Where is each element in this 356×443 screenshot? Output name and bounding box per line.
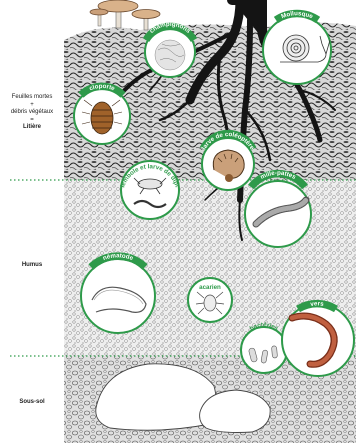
mushrooms-illustration (90, 0, 160, 30)
svg-text:vers: vers (310, 300, 325, 308)
label-vers: vers (310, 300, 325, 308)
litiere-desc-line2: + (0, 102, 64, 110)
litiere-desc-line4: = (0, 117, 64, 125)
label-acarien: acarien (199, 284, 221, 291)
bubble-champignons: champignons (145, 21, 195, 77)
bubble-mollusque: Mollusque (263, 10, 331, 84)
bubble-coleoptere: larve de coléoptère (201, 131, 256, 190)
bubble-nematode: nématode (81, 252, 155, 333)
litiere-name: Litière (23, 124, 41, 130)
layer-label-sous-sol: Sous-sol (0, 399, 64, 407)
litiere-desc-line3: débris végétaux (0, 109, 64, 117)
bubble-cloporte: cloporte (74, 83, 130, 144)
litiere-desc-line1: Feuilles mortes (0, 94, 64, 102)
mushroom-spores-icon (155, 40, 185, 70)
humus-name: Humus (22, 262, 42, 268)
sous-sol-name: Sous-sol (19, 399, 44, 405)
bubble-mille-pattes: mille-pattes (245, 170, 311, 247)
layer-label-litiere: Feuilles mortes + débris végétaux = Liti… (0, 94, 64, 132)
bubble-acarien: acarien (188, 278, 232, 322)
layer-label-humus: Humus (0, 262, 64, 270)
